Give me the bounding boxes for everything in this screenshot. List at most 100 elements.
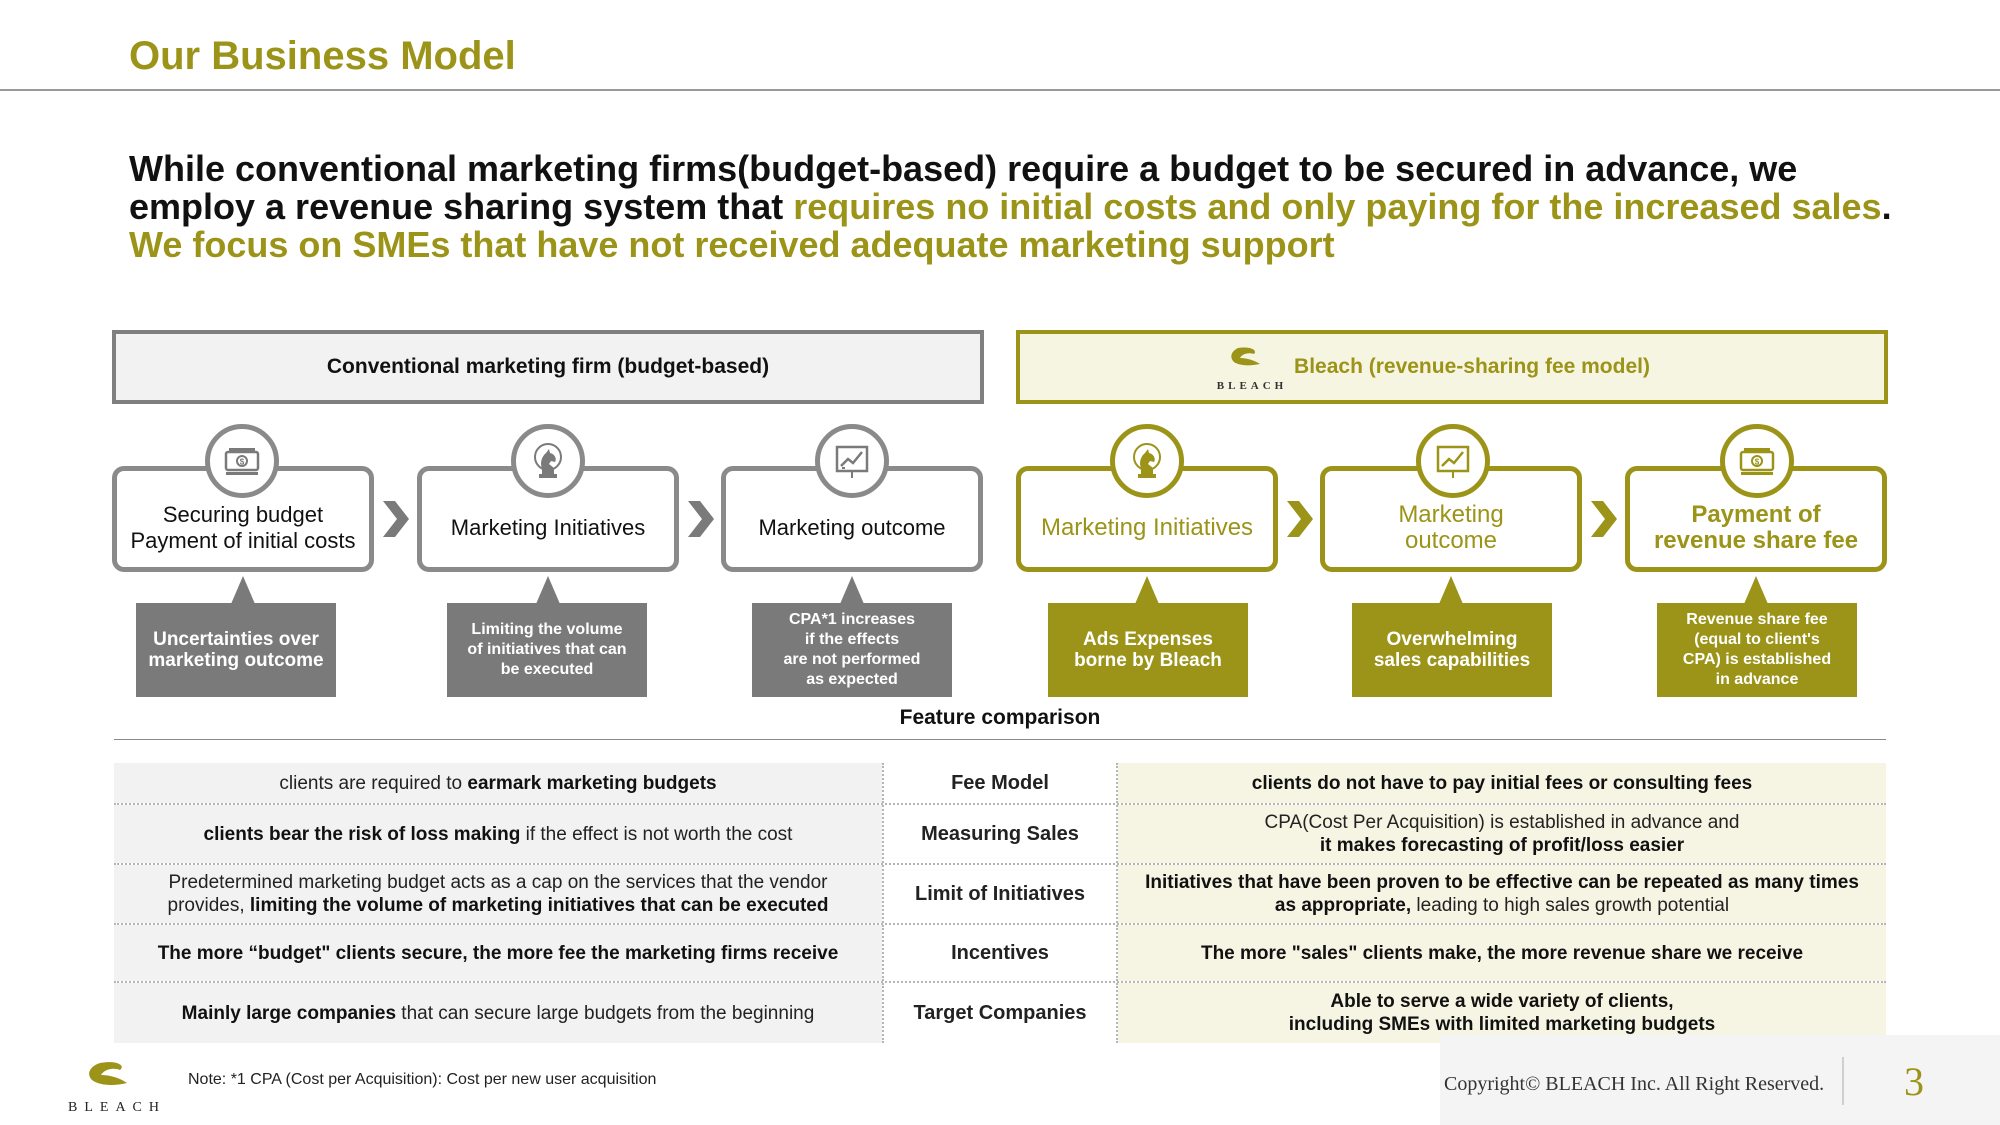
conv-cell: clients are required to earmark marketin… bbox=[114, 763, 882, 803]
table-row: Mainly large companies that can secure l… bbox=[114, 983, 1886, 1043]
bleach-step-2-line-2: outcome bbox=[1404, 527, 1498, 554]
conv-cell: The more “budget" clients secure, the mo… bbox=[114, 925, 882, 981]
headline-line-2: employ a revenue sharing system that req… bbox=[129, 188, 1969, 226]
note-line: Revenue share fee bbox=[1686, 611, 1828, 628]
bleach-cell: Able to serve a wide variety of clients,… bbox=[1118, 983, 1886, 1043]
chevron-right-icon bbox=[383, 501, 409, 537]
bleach-step-1-label: Marketing Initiatives bbox=[1040, 514, 1254, 541]
note-line: sales capabilities bbox=[1373, 650, 1531, 671]
chevron-right-icon bbox=[1591, 501, 1617, 537]
copyright: Copyright© BLEACH Inc. All Right Reserve… bbox=[1444, 1073, 1825, 1095]
note-line: Overwhelming bbox=[1386, 629, 1518, 650]
chess-knight-icon-circle bbox=[511, 424, 585, 498]
note-line: of initiatives that can bbox=[467, 641, 627, 658]
footer-logo-text: BLEACH bbox=[68, 1100, 166, 1115]
cell-text: if the effect is not worth the cost bbox=[520, 823, 793, 845]
cell-text-bold: clients bear the risk of loss making bbox=[203, 823, 521, 845]
page-number: 3 bbox=[1904, 1059, 1924, 1104]
conv-cell: Predetermined marketing budget acts as a… bbox=[114, 865, 882, 923]
cell-text: leading to high sales growth potential bbox=[1411, 895, 1730, 916]
headline-line-1: While conventional marketing firms(budge… bbox=[129, 148, 1798, 189]
note-pointer bbox=[1439, 576, 1463, 604]
comparison-table: clients are required to earmark marketin… bbox=[114, 763, 1886, 1043]
headline: While conventional marketing firms(budge… bbox=[129, 150, 1969, 264]
svg-text:$: $ bbox=[1755, 458, 1760, 467]
table-row: clients bear the risk of loss making if … bbox=[114, 805, 1886, 865]
cell-text: CPA(Cost Per Acquisition) is established… bbox=[1264, 812, 1740, 833]
bleach-step-2-line-1: Marketing bbox=[1398, 501, 1504, 528]
feature-comparison-divider bbox=[114, 739, 1886, 740]
chart-icon bbox=[835, 445, 869, 478]
feature-label: Fee Model bbox=[882, 763, 1118, 803]
money-icon: $ bbox=[1739, 448, 1775, 475]
money-icon-circle: $ bbox=[205, 424, 279, 498]
money-icon-circle-gold: $ bbox=[1720, 424, 1794, 498]
cell-text: Predetermined marketing budget acts as a… bbox=[168, 872, 828, 893]
bleach-cell: The more "sales" clients make, the more … bbox=[1118, 925, 1886, 981]
note-pointer bbox=[1135, 576, 1159, 604]
note-line: borne by Bleach bbox=[1074, 650, 1222, 671]
feature-label: Incentives bbox=[882, 925, 1118, 981]
bleach-header: BLEACH Bleach (revenue-sharing fee model… bbox=[1016, 330, 1888, 404]
note-line: (equal to client's bbox=[1694, 631, 1820, 648]
table-row: The more “budget" clients secure, the mo… bbox=[114, 925, 1886, 983]
cell-text-bold: Mainly large companies bbox=[181, 1002, 397, 1024]
chess-knight-icon-circle-gold bbox=[1110, 424, 1184, 498]
note-line: Limiting the volume bbox=[471, 621, 623, 638]
chess-knight-icon bbox=[534, 443, 562, 478]
cell-text-bold: earmark marketing budgets bbox=[467, 772, 717, 794]
note-line: in advance bbox=[1715, 671, 1799, 688]
note-line: CPA*1 increases bbox=[788, 611, 915, 628]
headline-line-3: We focus on SMEs that have not received … bbox=[129, 224, 1335, 265]
conv-step-2-label: Marketing Initiatives bbox=[450, 515, 646, 540]
note-line: as expected bbox=[806, 671, 898, 688]
cell-text-bold: Initiatives that have been proven to be … bbox=[1145, 872, 1859, 893]
conv-note-limiting-volume: Limiting the volume of initiatives that c… bbox=[447, 603, 647, 697]
page-title: Our Business Model bbox=[129, 34, 516, 78]
chart-icon bbox=[1436, 445, 1470, 478]
table-row: Predetermined marketing budget acts as a… bbox=[114, 865, 1886, 925]
note-line: if the effects bbox=[804, 631, 900, 648]
cell-text-bold: it makes forecasting of profit/loss easi… bbox=[1319, 835, 1685, 856]
footer-band bbox=[1440, 1035, 2000, 1125]
conv-cell: Mainly large companies that can secure l… bbox=[114, 983, 882, 1043]
conventional-header: Conventional marketing firm (budget-base… bbox=[112, 330, 984, 404]
note-pointer bbox=[1744, 576, 1768, 604]
conv-step-1-line-2: Payment of initial costs bbox=[130, 528, 356, 553]
cell-text-bold: as appropriate, bbox=[1274, 895, 1412, 916]
note-line: Ads Expenses bbox=[1083, 629, 1213, 650]
chess-knight-icon bbox=[1133, 443, 1161, 478]
bleach-cell: clients do not have to pay initial fees … bbox=[1118, 763, 1886, 803]
conv-cell: clients bear the risk of loss making if … bbox=[114, 805, 882, 863]
svg-text:$: $ bbox=[240, 458, 245, 467]
bleach-step-3-line-2: revenue share fee bbox=[1653, 527, 1859, 554]
headline-highlight: requires no initial costs and only payin… bbox=[793, 186, 1882, 227]
headline-period: . bbox=[1881, 186, 1892, 227]
bleach-header-label: Bleach (revenue-sharing fee model) bbox=[1294, 355, 1650, 378]
chart-icon-circle bbox=[815, 424, 889, 498]
bleach-logo-text: BLEACH bbox=[1217, 380, 1287, 392]
feature-label: Target Companies bbox=[882, 983, 1118, 1043]
note-line: be executed bbox=[500, 661, 594, 678]
cell-text: provides, bbox=[167, 895, 250, 916]
headline-line-2-text: employ a revenue sharing system that bbox=[129, 186, 794, 227]
money-icon: $ bbox=[224, 448, 260, 475]
bleach-logo-icon: BLEACH bbox=[68, 1062, 166, 1115]
conv-step-3-label: Marketing outcome bbox=[758, 515, 946, 540]
cell-text: clients are required to bbox=[279, 772, 468, 794]
bleach-cell: Initiatives that have been proven to be … bbox=[1118, 865, 1886, 923]
note-line: marketing outcome bbox=[148, 650, 324, 671]
cell-text-bold: Able to serve a wide variety of clients, bbox=[1330, 991, 1674, 1012]
cell-text: that can secure large budgets from the b… bbox=[396, 1002, 815, 1024]
note-line: Uncertainties over bbox=[153, 629, 319, 650]
note-pointer bbox=[840, 576, 864, 604]
chevron-right-icon bbox=[688, 501, 714, 537]
bleach-step-3-line-1: Payment of bbox=[1691, 501, 1821, 528]
bleach-logo-icon: BLEACH bbox=[1217, 347, 1287, 392]
note-pointer bbox=[231, 576, 255, 604]
